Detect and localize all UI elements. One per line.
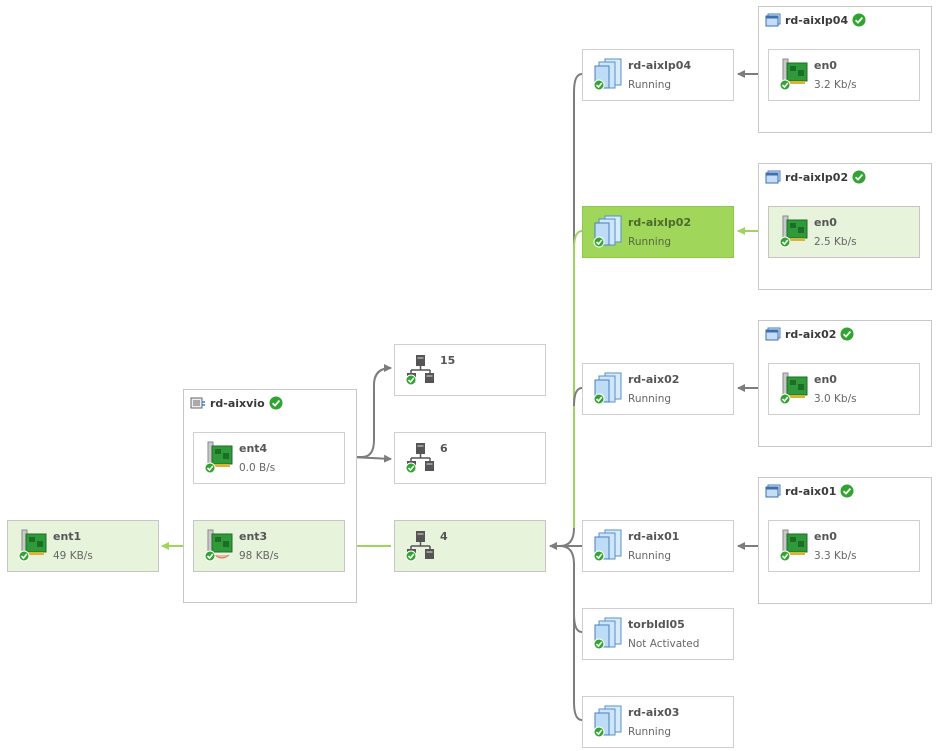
- link-lpar-aix03: [573, 564, 583, 721]
- adapter-rate: 49 KB/s: [53, 550, 93, 562]
- vlan-id: 6: [440, 442, 448, 455]
- lpar-name: rd-aixlp04: [628, 59, 692, 72]
- adapter-rate: 3.2 Kb/s: [814, 79, 857, 91]
- lpar-status: Not Activated: [628, 638, 700, 650]
- lpar-name: rd-aix02: [628, 373, 680, 386]
- adapter-rd-aixlp04-en0[interactable]: en0 3.2 Kb/s: [768, 49, 920, 101]
- network-card-icon: [779, 214, 809, 248]
- lpar-name: torbldl05: [628, 618, 685, 631]
- network-card-icon: [18, 528, 48, 562]
- link-lpar-torbldl05: [559, 545, 583, 633]
- lpar-rd-aixlp04[interactable]: rd-aixlp04 Running: [582, 49, 734, 101]
- lpar-icon: [593, 704, 623, 738]
- lpar-name: rd-aix01: [628, 530, 680, 543]
- link-lpar-lp04: [559, 73, 583, 547]
- adapter-name: ent1: [53, 530, 82, 543]
- adapter-name: ent3: [239, 530, 268, 543]
- lpar-rd-aix01[interactable]: rd-aix01 Running: [582, 520, 734, 572]
- host-name: rd-aixlp04: [785, 13, 849, 27]
- adapter-rate: 0.0 B/s: [239, 462, 276, 474]
- host-title[interactable]: rd-aixlp04: [765, 13, 866, 27]
- adapter-ent3[interactable]: ent3 98 KB/s: [193, 520, 345, 572]
- host-window-icon: [765, 13, 781, 27]
- adapter-name: ent4: [239, 442, 268, 455]
- network-switch-icon: [405, 528, 435, 562]
- network-card-icon: [779, 57, 809, 91]
- adapter-name: en0: [814, 373, 837, 386]
- lpar-rd-aix02[interactable]: rd-aix02 Running: [582, 363, 734, 415]
- shared-network-card-icon: [204, 528, 234, 562]
- adapter-ent1[interactable]: ent1 49 KB/s: [7, 520, 159, 572]
- lpar-rd-aixlp02[interactable]: rd-aixlp02 Running: [582, 206, 734, 258]
- status-ok-icon: [852, 13, 866, 27]
- vlan-id: 4: [440, 530, 448, 543]
- adapter-name: en0: [814, 216, 837, 229]
- adapter-rate: 2.5 Kb/s: [814, 236, 857, 248]
- lpar-icon: [593, 616, 623, 650]
- network-card-icon: [779, 528, 809, 562]
- adapter-rd-aixlp02-en0[interactable]: en0 2.5 Kb/s: [768, 206, 920, 258]
- link-lpar-lp02: [573, 230, 583, 528]
- lpar-name: rd-aix03: [628, 706, 680, 719]
- host-window-icon: [765, 327, 781, 341]
- adapter-rate: 3.0 Kb/s: [814, 393, 857, 405]
- host-name: rd-aixlp02: [785, 170, 849, 184]
- vio-server-icon: [190, 397, 205, 409]
- adapter-name: en0: [814, 530, 837, 543]
- lpar-status: Running: [628, 236, 672, 248]
- lpar-status: Running: [628, 550, 672, 562]
- host-title[interactable]: rd-aixvio: [190, 396, 283, 410]
- host-title[interactable]: rd-aixlp02: [765, 170, 866, 184]
- lpar-status: Running: [628, 393, 672, 405]
- lpar-rd-aix03[interactable]: rd-aix03 Running: [582, 696, 734, 748]
- status-ok-icon: [852, 170, 866, 184]
- network-card-icon: [204, 440, 234, 474]
- network-card-icon: [779, 371, 809, 405]
- vlan-15[interactable]: 15: [394, 344, 546, 396]
- lpar-icon: [593, 528, 623, 562]
- vlan-6[interactable]: 6: [394, 432, 546, 484]
- link-lpar-aix02: [573, 387, 583, 407]
- link-ent4-vlan15: [350, 364, 392, 458]
- host-title[interactable]: rd-aix02: [765, 327, 854, 341]
- host-window-icon: [765, 484, 781, 498]
- adapter-rate: 3.3 Kb/s: [814, 550, 857, 562]
- adapter-rd-aix02-en0[interactable]: en0 3.0 Kb/s: [768, 363, 920, 415]
- network-switch-icon: [405, 440, 435, 474]
- lpar-torbldl05[interactable]: torbldl05 Not Activated: [582, 608, 734, 660]
- host-name: rd-aix02: [785, 327, 837, 341]
- lpar-icon: [593, 57, 623, 91]
- lpar-icon: [593, 214, 623, 248]
- lpar-name: rd-aixlp02: [628, 216, 692, 229]
- lpar-icon: [593, 371, 623, 405]
- status-ok-icon: [269, 396, 283, 410]
- host-name: rd-aix01: [785, 484, 837, 498]
- adapter-rate: 98 KB/s: [239, 550, 279, 562]
- adapter-rd-aix01-en0[interactable]: en0 3.3 Kb/s: [768, 520, 920, 572]
- status-ok-icon: [840, 484, 854, 498]
- host-window-icon: [765, 170, 781, 184]
- host-name: rd-aixvio: [210, 396, 265, 410]
- lpar-status: Running: [628, 726, 672, 738]
- vlan-id: 15: [440, 354, 456, 367]
- status-ok-icon: [840, 327, 854, 341]
- host-title[interactable]: rd-aix01: [765, 484, 854, 498]
- vlan-4[interactable]: 4: [394, 520, 546, 572]
- adapter-name: en0: [814, 59, 837, 72]
- network-switch-icon: [405, 352, 435, 386]
- lpar-status: Running: [628, 79, 672, 91]
- adapter-ent4[interactable]: ent4 0.0 B/s: [193, 432, 345, 484]
